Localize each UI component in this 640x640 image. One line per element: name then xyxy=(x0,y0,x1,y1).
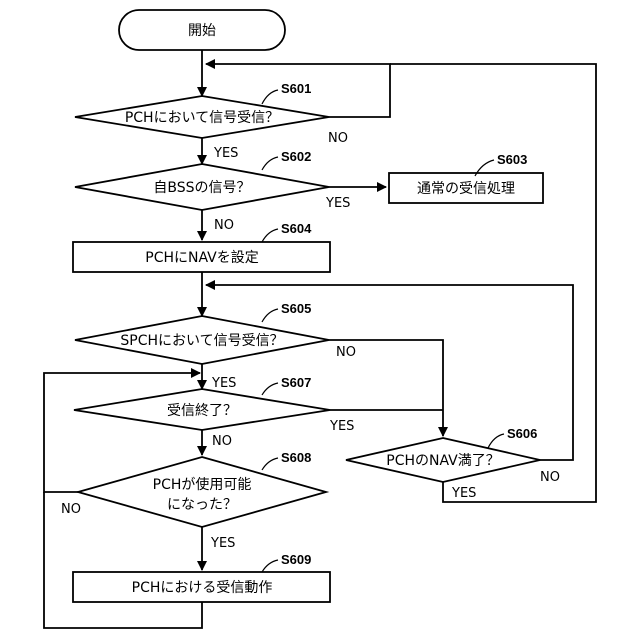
s608-callout xyxy=(262,458,278,470)
s604-label: PCHにNAVを設定 xyxy=(145,250,258,266)
s602-label: 自BSSの信号？ xyxy=(153,180,250,196)
s609-label: PCHにおける受信動作 xyxy=(132,580,273,596)
s603-label: 通常の受信処理 xyxy=(417,181,515,197)
s607-label: 受信終了？ xyxy=(167,403,237,419)
label-s608-yes: YES xyxy=(210,536,235,551)
start-label: 開始 xyxy=(188,23,216,39)
s607-callout xyxy=(262,383,278,395)
s605-callout xyxy=(262,309,278,322)
label-s606-no: NO xyxy=(540,470,560,485)
s601-label: PCHにおいて信号受信？ xyxy=(125,110,279,126)
label-s601-yes: YES xyxy=(213,146,238,161)
step-s609: S609 xyxy=(281,552,311,567)
step-s602: S602 xyxy=(281,149,311,164)
label-s607-yes: YES xyxy=(329,419,354,434)
s609-callout xyxy=(262,560,278,572)
step-s607: S607 xyxy=(281,375,311,390)
s608-label-line2: になった？ xyxy=(167,497,237,513)
step-s606: S606 xyxy=(507,426,537,441)
label-s605-yes: YES xyxy=(211,376,236,391)
label-s607-no: NO xyxy=(212,434,232,449)
s602-callout xyxy=(262,157,278,170)
step-s608: S608 xyxy=(281,450,311,465)
s606-callout xyxy=(488,434,504,448)
s601-callout xyxy=(262,90,278,104)
s608-label-line1: PCHが使用可能 xyxy=(153,476,252,493)
label-s608-no: NO xyxy=(61,502,81,517)
s606-label: PCHのNAV満了？ xyxy=(386,453,499,469)
label-s606-yes: YES xyxy=(451,486,476,501)
step-s605: S605 xyxy=(281,301,311,316)
step-s601: S601 xyxy=(281,81,311,96)
step-s604: S604 xyxy=(281,221,312,236)
edge-s606-yes xyxy=(390,64,596,502)
label-s602-no: NO xyxy=(214,218,234,233)
label-s602-yes: YES xyxy=(325,196,350,211)
s605-label: SPCHにおいて信号受信？ xyxy=(120,333,283,349)
label-s605-no: NO xyxy=(336,345,356,360)
step-s603: S603 xyxy=(497,152,527,167)
label-s601-no: NO xyxy=(328,131,348,146)
s604-callout xyxy=(262,229,278,242)
